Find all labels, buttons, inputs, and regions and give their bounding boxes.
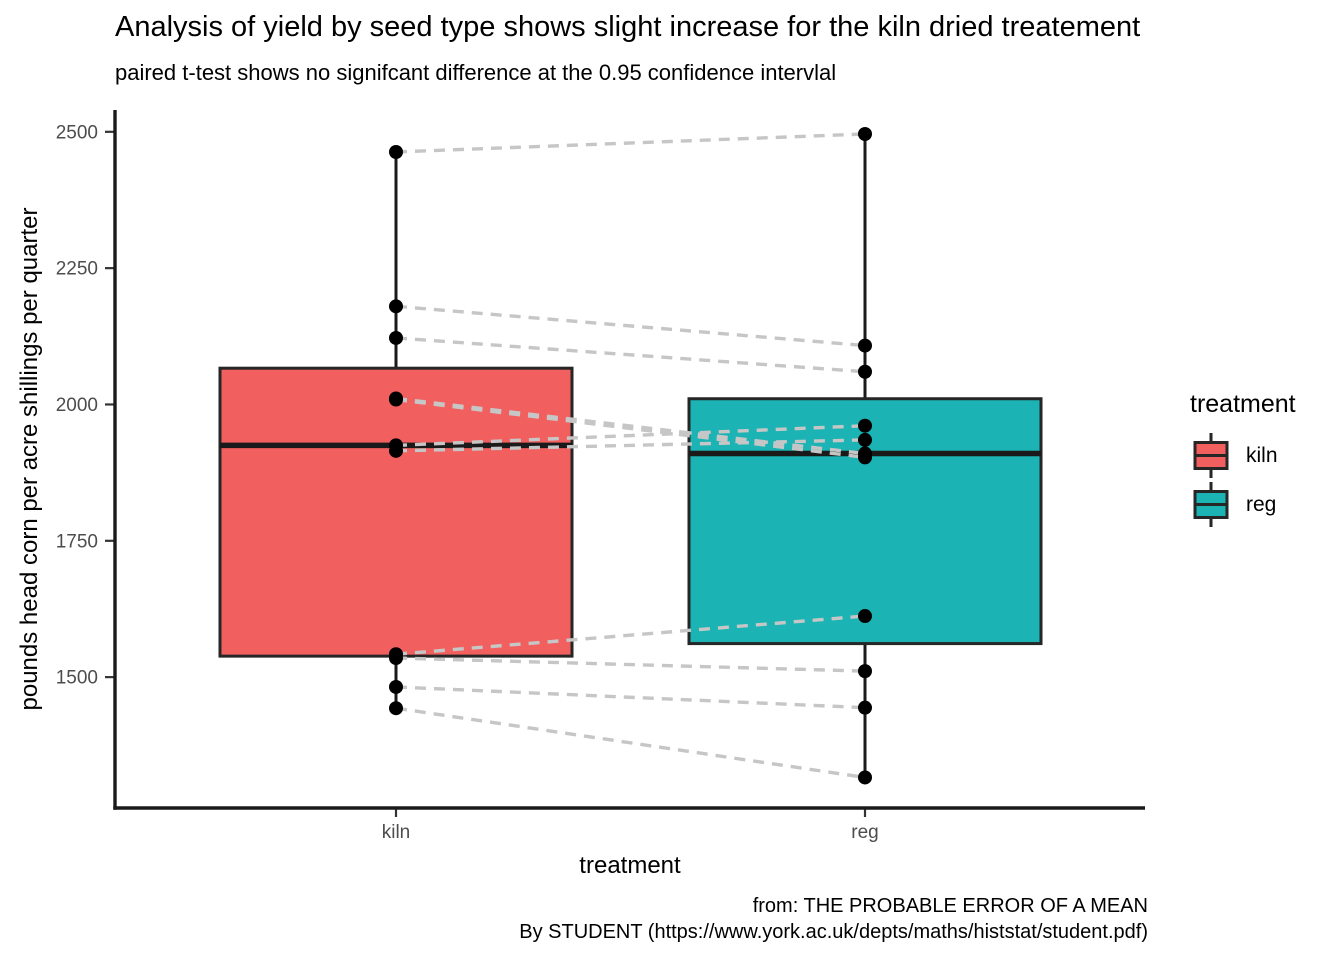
legend: treatment kiln reg bbox=[1190, 390, 1296, 529]
data-point-kiln bbox=[389, 299, 403, 314]
legend-entry-kiln: kiln bbox=[1190, 431, 1296, 480]
caption-line-1: from: THE PROBABLE ERROR OF A MEAN bbox=[752, 895, 1148, 917]
y-tick-label: 1500 bbox=[56, 668, 98, 689]
boxplot-glyph-icon bbox=[1193, 482, 1229, 527]
data-point-reg bbox=[858, 609, 872, 624]
data-point-kiln bbox=[389, 330, 403, 345]
data-point-kiln bbox=[389, 701, 403, 716]
data-point-kiln bbox=[389, 438, 403, 453]
data-point-reg bbox=[858, 338, 872, 353]
pair-line bbox=[395, 706, 866, 780]
data-point-reg bbox=[858, 418, 872, 433]
data-point-kiln bbox=[389, 679, 403, 694]
legend-label-kiln: kiln bbox=[1246, 443, 1278, 467]
data-point-reg bbox=[858, 446, 872, 461]
caption-line-2: By STUDENT (https://www.york.ac.uk/depts… bbox=[519, 921, 1148, 944]
legend-label-reg: reg bbox=[1246, 492, 1277, 516]
data-point-reg bbox=[858, 770, 872, 785]
chart-subtitle: paired t-test shows no signifcant differ… bbox=[115, 60, 837, 85]
data-point-reg bbox=[858, 664, 872, 679]
y-tick-label: 2250 bbox=[56, 259, 98, 280]
data-point-kiln bbox=[389, 144, 403, 159]
y-tick-label: 2500 bbox=[56, 122, 98, 143]
legend-title: treatment bbox=[1190, 390, 1296, 418]
legend-entry-reg: reg bbox=[1190, 480, 1296, 529]
pair-line bbox=[395, 614, 866, 656]
pair-line bbox=[395, 685, 866, 710]
x-tick-label: reg bbox=[851, 822, 878, 843]
boxplot-glyph-icon bbox=[1193, 433, 1229, 478]
pair-line bbox=[395, 132, 866, 154]
data-point-reg bbox=[858, 432, 872, 447]
data-point-reg bbox=[858, 700, 872, 715]
data-point-reg bbox=[858, 364, 872, 379]
caption: from: THE PROBABLE ERROR OF A MEAN By ST… bbox=[519, 893, 1148, 946]
x-axis-title: treatment bbox=[579, 852, 681, 879]
pair-line bbox=[395, 424, 866, 448]
data-point-kiln bbox=[389, 651, 403, 666]
chart-title: Analysis of yield by seed type shows sli… bbox=[115, 11, 1141, 43]
pair-line bbox=[395, 438, 866, 453]
x-tick-label: kiln bbox=[382, 822, 411, 843]
pair-line bbox=[395, 336, 866, 374]
pair-line bbox=[395, 304, 866, 348]
box-kiln bbox=[218, 366, 574, 658]
pair-line bbox=[395, 396, 866, 456]
pair-line bbox=[395, 656, 866, 673]
y-tick-label: 1750 bbox=[56, 531, 98, 552]
data-point-kiln bbox=[389, 391, 403, 406]
data-point-reg bbox=[858, 126, 872, 141]
y-tick-label: 2000 bbox=[56, 395, 98, 416]
